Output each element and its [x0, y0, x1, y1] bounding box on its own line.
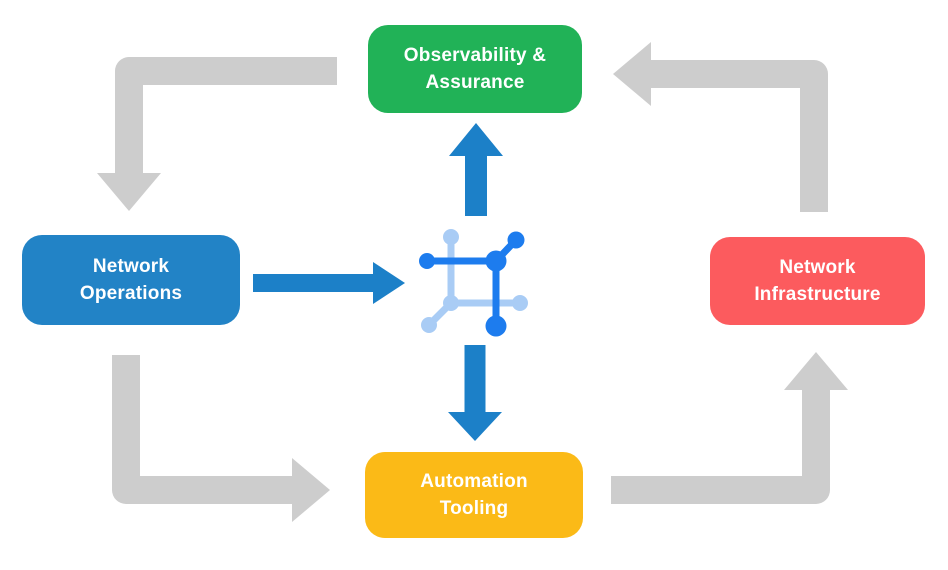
node-automation-tooling: Automation Tooling — [365, 452, 583, 538]
node-label-line: Assurance — [425, 72, 525, 93]
arrow-automation-to-infrastructure — [611, 352, 848, 504]
gray-cycle-arrows — [97, 42, 848, 522]
arrow-observability-to-operations — [97, 57, 337, 211]
node-label-line: Automation — [420, 471, 528, 492]
node-label-line: Observability & — [403, 45, 547, 66]
blue-center-arrows — [253, 123, 503, 441]
node-network-infrastructure: Network Infrastructure — [710, 237, 925, 325]
node-label-line: Operations — [79, 283, 183, 304]
node-label-line: Network — [779, 257, 856, 278]
network-fabric-icon — [419, 229, 528, 337]
node-observability-assurance: Observability & Assurance — [368, 25, 582, 113]
arrow-center-to-automation — [448, 345, 502, 441]
node-label-line: Network — [92, 256, 170, 277]
node-network-operations: Network Operations — [22, 235, 240, 325]
arrow-center-to-observability — [449, 123, 503, 216]
node-label-line: Tooling — [439, 498, 509, 519]
network-fabric-icon-light-part — [421, 229, 528, 333]
arrow-infrastructure-to-observability — [613, 42, 828, 212]
network-fabric-icon-dark-part — [419, 231, 525, 337]
arrow-operations-to-automation — [112, 355, 330, 522]
node-label-line: Infrastructure — [754, 284, 881, 305]
arrow-operations-to-center — [253, 262, 405, 304]
